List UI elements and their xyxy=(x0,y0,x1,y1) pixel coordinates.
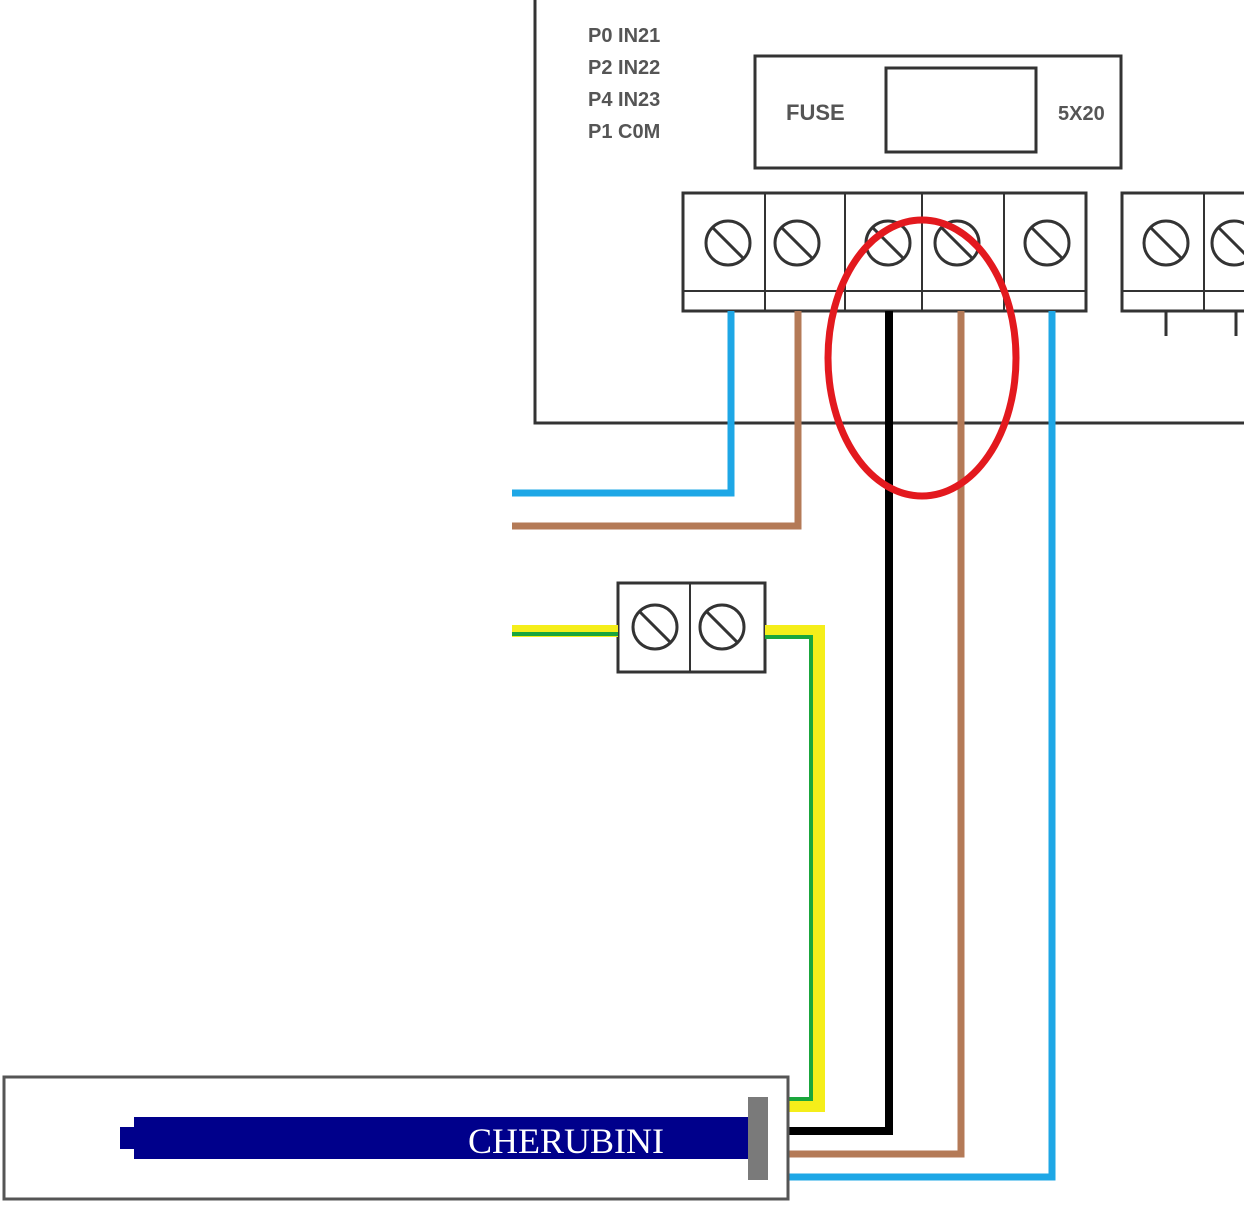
terminal-screw-6 xyxy=(1142,219,1190,267)
wire-motor-brown xyxy=(788,311,965,1158)
pin-label-p4: P4 IN23 xyxy=(588,89,660,111)
motor-tube: CHERUBINI xyxy=(2,1075,790,1201)
pin-label-p0: P0 IN21 xyxy=(588,25,660,47)
wire-earth-in xyxy=(512,625,618,637)
wire-supply-brown xyxy=(512,311,802,530)
terminal-screw-2 xyxy=(773,219,821,267)
terminal-screw-7 xyxy=(1210,219,1244,267)
terminal-block-main xyxy=(681,191,1088,313)
terminal-screw-1 xyxy=(704,219,752,267)
motor-shaft xyxy=(120,1127,136,1149)
earth-terminal-block xyxy=(616,581,767,674)
highlight-circle xyxy=(824,216,1020,500)
fuse-slot xyxy=(884,66,1038,154)
motor-end-cap xyxy=(748,1097,768,1180)
terminal-screw-5 xyxy=(1023,219,1071,267)
motor-body xyxy=(134,1117,748,1159)
wire-earth-motor xyxy=(765,625,825,1112)
fuse-size-label: 5X20 xyxy=(1058,103,1105,125)
earth-screw-1 xyxy=(631,603,679,651)
wire-motor-black xyxy=(788,311,893,1135)
earth-screw-2 xyxy=(698,603,746,651)
terminal-block-right xyxy=(1120,191,1244,336)
motor-brand-label: CHERUBINI xyxy=(468,1121,664,1161)
fuse-label: FUSE xyxy=(786,100,845,125)
wire-supply-blue xyxy=(512,311,735,497)
fuse-holder: FUSE 5X20 xyxy=(753,54,1123,170)
pin-label-p1: P1 C0M xyxy=(588,121,660,143)
terminal-screw-4 xyxy=(933,219,981,267)
wire-motor-blue xyxy=(788,311,1056,1181)
pin-label-p2: P2 IN22 xyxy=(588,57,660,79)
